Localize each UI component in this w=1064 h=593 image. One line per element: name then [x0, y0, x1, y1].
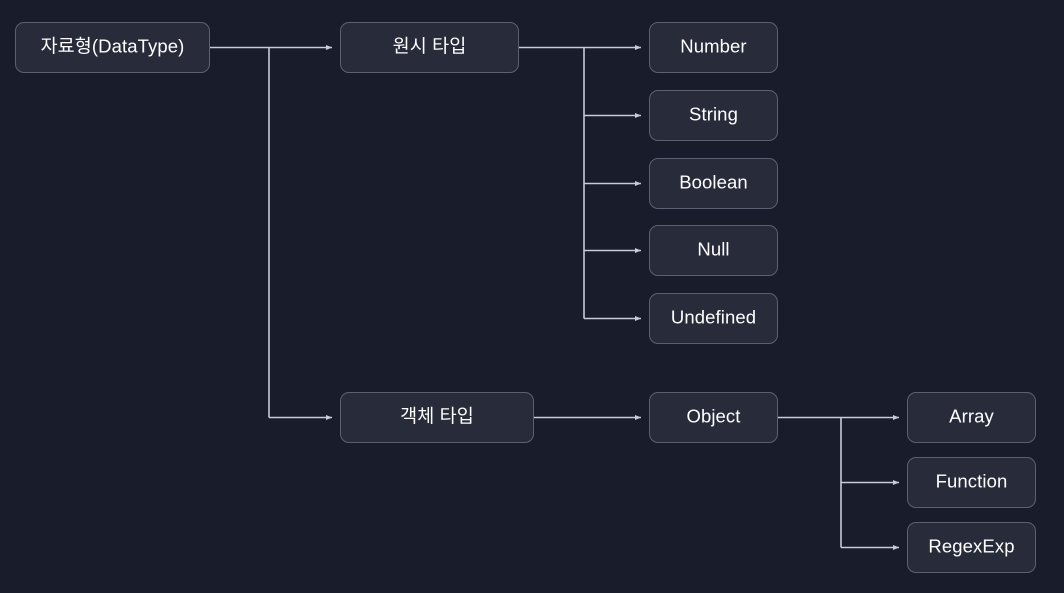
node-undefined[interactable]: Undefined [649, 293, 778, 344]
node-undefined-label: Undefined [670, 306, 757, 328]
node-object-label: Object [686, 405, 741, 427]
node-function[interactable]: Function [907, 457, 1036, 508]
node-object-type[interactable]: 객체 타입 [340, 392, 534, 443]
node-null[interactable]: Null [649, 225, 778, 276]
node-object[interactable]: Object [649, 392, 778, 443]
node-boolean[interactable]: Boolean [649, 158, 778, 209]
node-array-label: Array [949, 405, 994, 427]
node-function-label: Function [935, 470, 1008, 492]
node-datatype[interactable]: 자료형(DataType) [15, 22, 210, 73]
node-array[interactable]: Array [907, 392, 1036, 443]
node-primitive-type-label: 원시 타입 [392, 35, 467, 57]
node-primitive-type[interactable]: 원시 타입 [340, 22, 519, 73]
node-string-label: String [689, 103, 738, 125]
node-boolean-label: Boolean [679, 171, 748, 193]
node-object-type-label: 객체 타입 [400, 405, 474, 427]
node-null-label: Null [697, 238, 730, 260]
node-regexexp[interactable]: RegexExp [907, 522, 1036, 573]
node-string[interactable]: String [649, 90, 778, 141]
node-number-label: Number [680, 35, 747, 57]
node-number[interactable]: Number [649, 22, 778, 73]
node-datatype-label: 자료형(DataType) [40, 35, 185, 57]
node-regexexp-label: RegexExp [928, 535, 1015, 557]
